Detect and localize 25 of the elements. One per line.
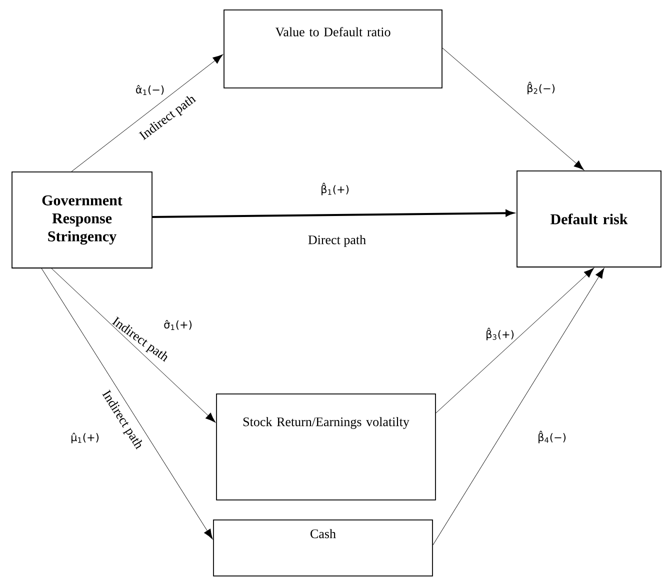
arrow xyxy=(436,268,594,414)
coefficient-label: β̂$_{4}$(−) xyxy=(538,430,566,444)
box-text: Default risk xyxy=(550,214,628,224)
coefficient-label: μ̂$_{1}$(+) xyxy=(71,432,99,444)
box-text: Government Response Stringency xyxy=(42,195,122,245)
box-text: Value to Default ratio xyxy=(275,27,390,36)
box xyxy=(213,520,433,576)
arrow xyxy=(432,268,604,546)
coefficient-label: β̂$_{3}$(+) xyxy=(486,328,514,340)
box-text: Cash xyxy=(310,529,336,538)
arrow xyxy=(41,268,213,540)
box xyxy=(224,10,442,88)
box xyxy=(216,394,436,500)
coefficient-label: σ̂$_{1}$(+) xyxy=(164,320,192,330)
arrow xyxy=(442,48,584,170)
coefficient-label: β̂$_{2}$(−) xyxy=(528,82,555,94)
arrow xyxy=(71,54,223,172)
box xyxy=(12,172,152,268)
arrow xyxy=(152,210,514,218)
edge-label: Direct path xyxy=(308,235,366,247)
box xyxy=(516,170,662,268)
coefficient-label: α̂$_{1}$(−) xyxy=(136,84,164,95)
arrow xyxy=(51,268,216,422)
coefficient-label: β̂$_{1}$(+) xyxy=(322,182,349,196)
box-text: Stock Return/Earnings volatilty xyxy=(243,417,410,429)
